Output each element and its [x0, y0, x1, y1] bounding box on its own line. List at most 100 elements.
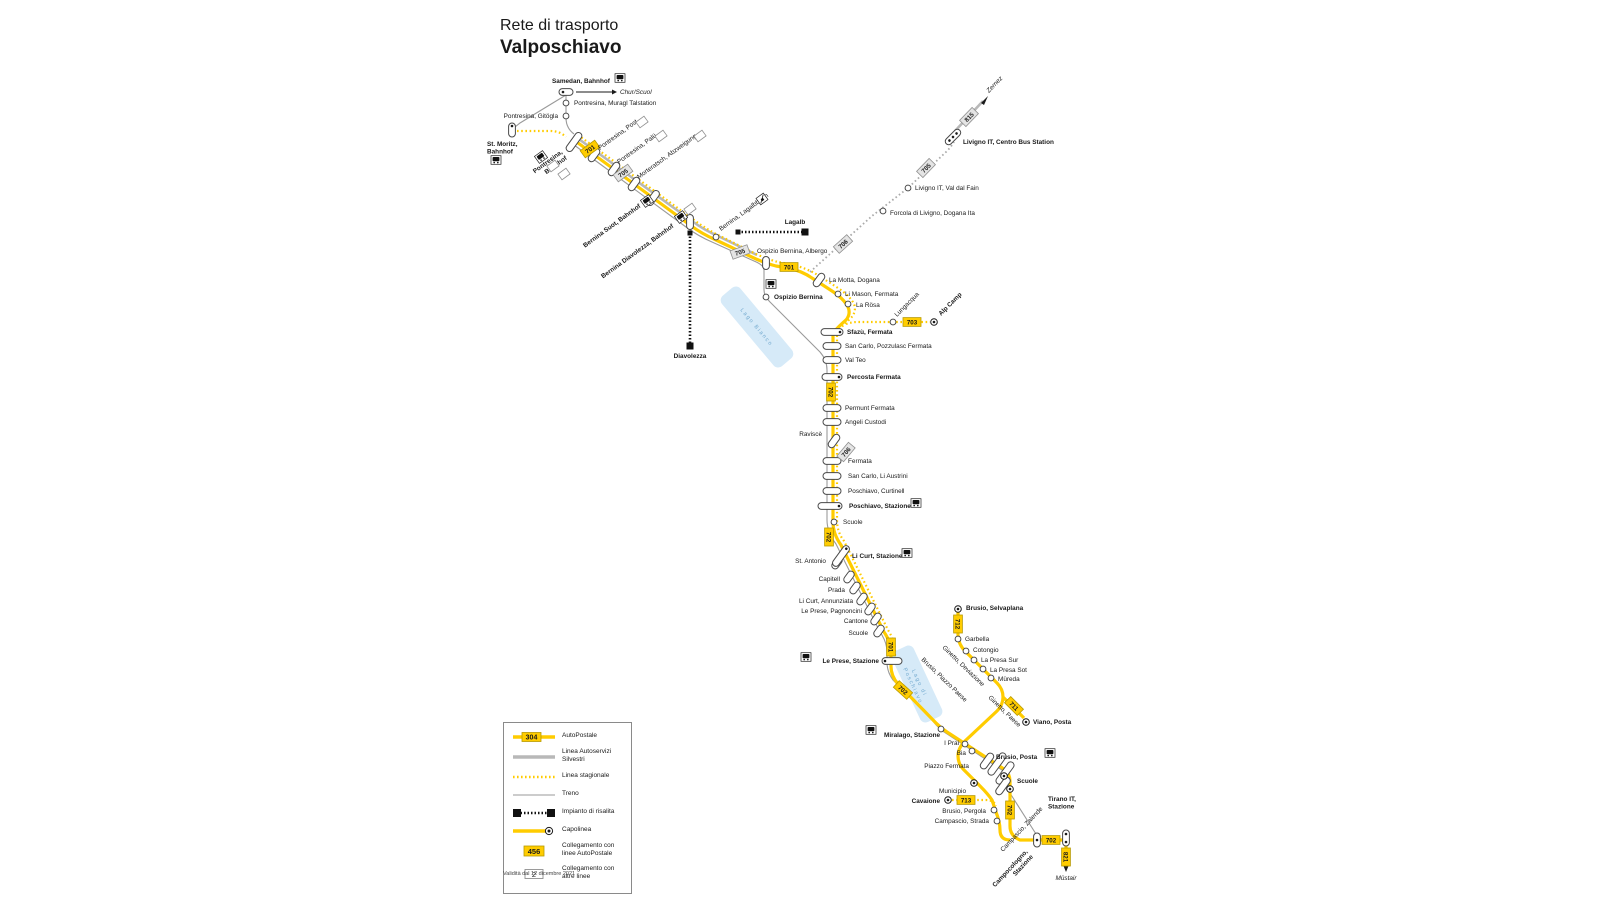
station-label: Poschiavo, Curtinell	[848, 488, 904, 495]
station-label: San Carlo, Pozzulasc Fermata	[845, 343, 932, 350]
box-icon	[654, 129, 668, 143]
station-label: Brusio, Selvaplana	[966, 605, 1024, 612]
arrowhead-muestair	[1063, 866, 1069, 872]
station-label: Municipio	[939, 788, 966, 795]
station-marker-capolinea	[970, 779, 978, 787]
station-label: Cavaione	[912, 798, 941, 805]
route-badge-712: 712	[953, 614, 963, 634]
seasonal-line-703	[845, 320, 930, 326]
route-badge-713: 713	[956, 795, 976, 805]
box-icon	[557, 167, 571, 181]
legend-symbol-capolinea	[512, 824, 556, 836]
station-label: Poschiavo, Stazione	[849, 503, 911, 510]
station-marker-circle	[879, 207, 887, 215]
legend-symbol-lift-line	[512, 806, 556, 818]
station-label: Campocologno,Stazione	[991, 848, 1035, 893]
legend-row-stagionale: Linea stagionale	[512, 770, 625, 782]
train-icon	[1044, 748, 1056, 758]
legend-symbol-yellow-badge: 456	[512, 844, 556, 857]
seasonal-line-713	[952, 798, 998, 807]
route-badge-702: 702	[1041, 835, 1061, 845]
station-marker-square	[801, 228, 809, 236]
train-icon	[800, 652, 812, 662]
station-label: La Presa Sot	[990, 667, 1027, 674]
route-badge-702: 702	[824, 527, 834, 547]
route-badge-label: 702	[827, 387, 834, 398]
station-marker-square	[686, 342, 694, 350]
station-marker-square	[687, 230, 693, 236]
station-label: St. Antonio	[795, 558, 826, 565]
box-icon	[683, 202, 697, 216]
route-badge-label: 702	[1046, 837, 1057, 844]
map-title-line1: Rete di trasporto	[500, 17, 619, 34]
route-badge-705: 705	[916, 157, 936, 179]
route-badge-label: 712	[954, 619, 961, 630]
route-badge-label: 703	[907, 319, 918, 326]
station-marker-bar	[822, 356, 842, 364]
station-marker-bar	[979, 752, 995, 770]
station-marker-bar	[873, 624, 885, 638]
route-badge-703: 703	[902, 317, 922, 327]
station-marker-capolinea	[930, 318, 938, 326]
seasonal-line	[577, 134, 897, 660]
station-marker-circle	[937, 725, 945, 733]
station-label: Diavolezza	[674, 353, 707, 360]
station-label: Bernina Suot, Bahnhof	[582, 202, 643, 249]
route-badge-705: 705	[729, 244, 751, 260]
train-icon	[910, 498, 922, 508]
station-label: Livigno IT, Centro Bus Station	[963, 139, 1054, 146]
station-marker-circle	[844, 300, 852, 308]
station-marker-circle	[968, 747, 976, 755]
legend-label: Impianto di risalita	[562, 808, 615, 816]
seasonal-line	[517, 129, 567, 138]
route-badge-701: 701	[779, 262, 799, 272]
station-marker-bar	[822, 404, 842, 412]
route-badge-702: 702	[1005, 800, 1015, 820]
arrowhead-zernez	[981, 96, 988, 105]
box-icon	[635, 115, 649, 129]
station-label: Val Teo	[845, 357, 866, 364]
train-icon	[639, 194, 655, 208]
station-marker-bar	[607, 161, 621, 177]
station-label: Li Curt, Stazione	[852, 553, 903, 560]
station-label: Percosta Fermata	[847, 374, 901, 381]
station-label: Pontresina, Muragl Talstation	[574, 100, 657, 107]
station-marker-circle	[562, 112, 570, 120]
station-label: Prada	[828, 587, 845, 594]
svg-text:304: 304	[526, 735, 538, 742]
station-marker-capolinea	[1000, 772, 1008, 780]
lake-shape	[891, 645, 943, 723]
station-marker-bar	[821, 373, 843, 381]
route-badge-label: 701	[887, 642, 894, 653]
station-label: Le Prese, Pagnoncini	[801, 608, 862, 615]
legend-symbol-postale-line: 304	[512, 730, 556, 742]
legend-label: AutoPostale	[562, 731, 598, 739]
station-label: Capitell	[819, 576, 840, 583]
station-label: Garbella	[965, 636, 990, 643]
seasonal-line-livigno	[809, 141, 955, 273]
destination-label: Zernez	[985, 75, 1005, 95]
station-marker-bar	[820, 328, 844, 336]
train-icon	[490, 155, 502, 165]
station-label: Bernina Diavolezza, Bahnhof	[600, 222, 676, 280]
station-marker-circle	[562, 99, 570, 107]
station-label: Sfazù, Fermata	[847, 329, 893, 336]
station-marker-circle	[830, 518, 838, 526]
destination-label: Chur/Scuol	[620, 89, 652, 96]
train-icon	[533, 150, 549, 164]
station-marker-bar	[686, 214, 694, 230]
station-marker-bar	[565, 131, 583, 153]
train-line	[514, 94, 567, 128]
station-label: Ospizio Bernina	[774, 294, 823, 301]
station-marker-circle	[990, 806, 998, 814]
station-label: Scuole	[848, 630, 868, 637]
station-label: Li Mason, Fermata	[845, 291, 899, 298]
station-marker-bar	[508, 122, 516, 138]
station-label: Li Curt, Annunziata	[799, 598, 853, 605]
cable-icon	[755, 192, 769, 206]
train-icon	[673, 210, 689, 224]
